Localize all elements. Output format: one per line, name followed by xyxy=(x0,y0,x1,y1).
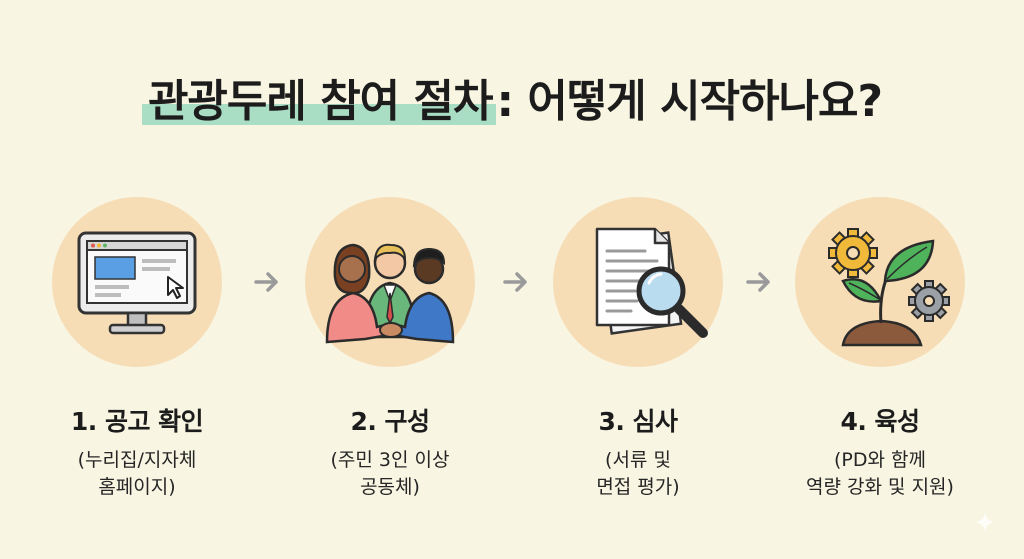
step-3: 3. 심사 (서류 및 면접 평가) xyxy=(538,197,738,501)
computer-monitor-icon xyxy=(77,231,197,335)
step-1-desc: (누리집/지자체 홈페이지) xyxy=(37,447,237,501)
step-4-desc-line1: (PD와 함께 xyxy=(834,449,926,471)
page-title: 관광두레 참여 절차: 어떻게 시작하나요? xyxy=(0,72,1024,132)
step-4: 4. 육성 (PD와 함께 역량 강화 및 지원) xyxy=(780,197,980,501)
arrow-right-icon xyxy=(746,272,770,292)
step-4-title: 4. 육성 xyxy=(840,407,920,436)
step-1-title: 1. 공고 확인 xyxy=(70,407,204,436)
arrow-right-icon xyxy=(254,272,278,292)
step-2-desc-line2: 공동체) xyxy=(360,476,420,498)
title-rest: : 어떻게 시작하나요? xyxy=(496,76,883,127)
step-3-desc: (서류 및 면접 평가) xyxy=(538,447,738,501)
step-3-desc-line1: (서류 및 xyxy=(605,449,671,471)
step-1-desc-line1: (누리집/지자체 xyxy=(77,449,197,471)
step-1-circle xyxy=(52,197,222,367)
step-2-title: 2. 구성 xyxy=(350,407,430,436)
sparkle-icon xyxy=(975,512,995,532)
people-handshake-icon xyxy=(325,243,455,344)
step-2-circle xyxy=(305,197,475,367)
step-2-desc: (주민 3인 이상 공동체) xyxy=(290,447,490,501)
step-1-desc-line2: 홈페이지) xyxy=(98,476,176,498)
arrow-right-icon xyxy=(503,272,527,292)
plant-gears-icon xyxy=(828,228,950,347)
step-2-desc-line1: (주민 3인 이상 xyxy=(330,449,450,471)
step-4-desc-line2: 역량 강화 및 지원) xyxy=(806,476,954,498)
document-magnifier-icon xyxy=(595,227,708,338)
step-3-title: 3. 심사 xyxy=(598,407,678,436)
step-2: 2. 구성 (주민 3인 이상 공동체) xyxy=(290,197,490,501)
step-1: 1. 공고 확인 (누리집/지자체 홈페이지) xyxy=(37,197,237,501)
step-4-desc: (PD와 함께 역량 강화 및 지원) xyxy=(780,447,980,501)
title-highlighted: 관광두레 참여 절차 xyxy=(141,76,497,127)
step-3-desc-line2: 면접 평가) xyxy=(596,476,680,498)
step-4-circle xyxy=(795,197,965,367)
step-3-circle xyxy=(553,197,723,367)
